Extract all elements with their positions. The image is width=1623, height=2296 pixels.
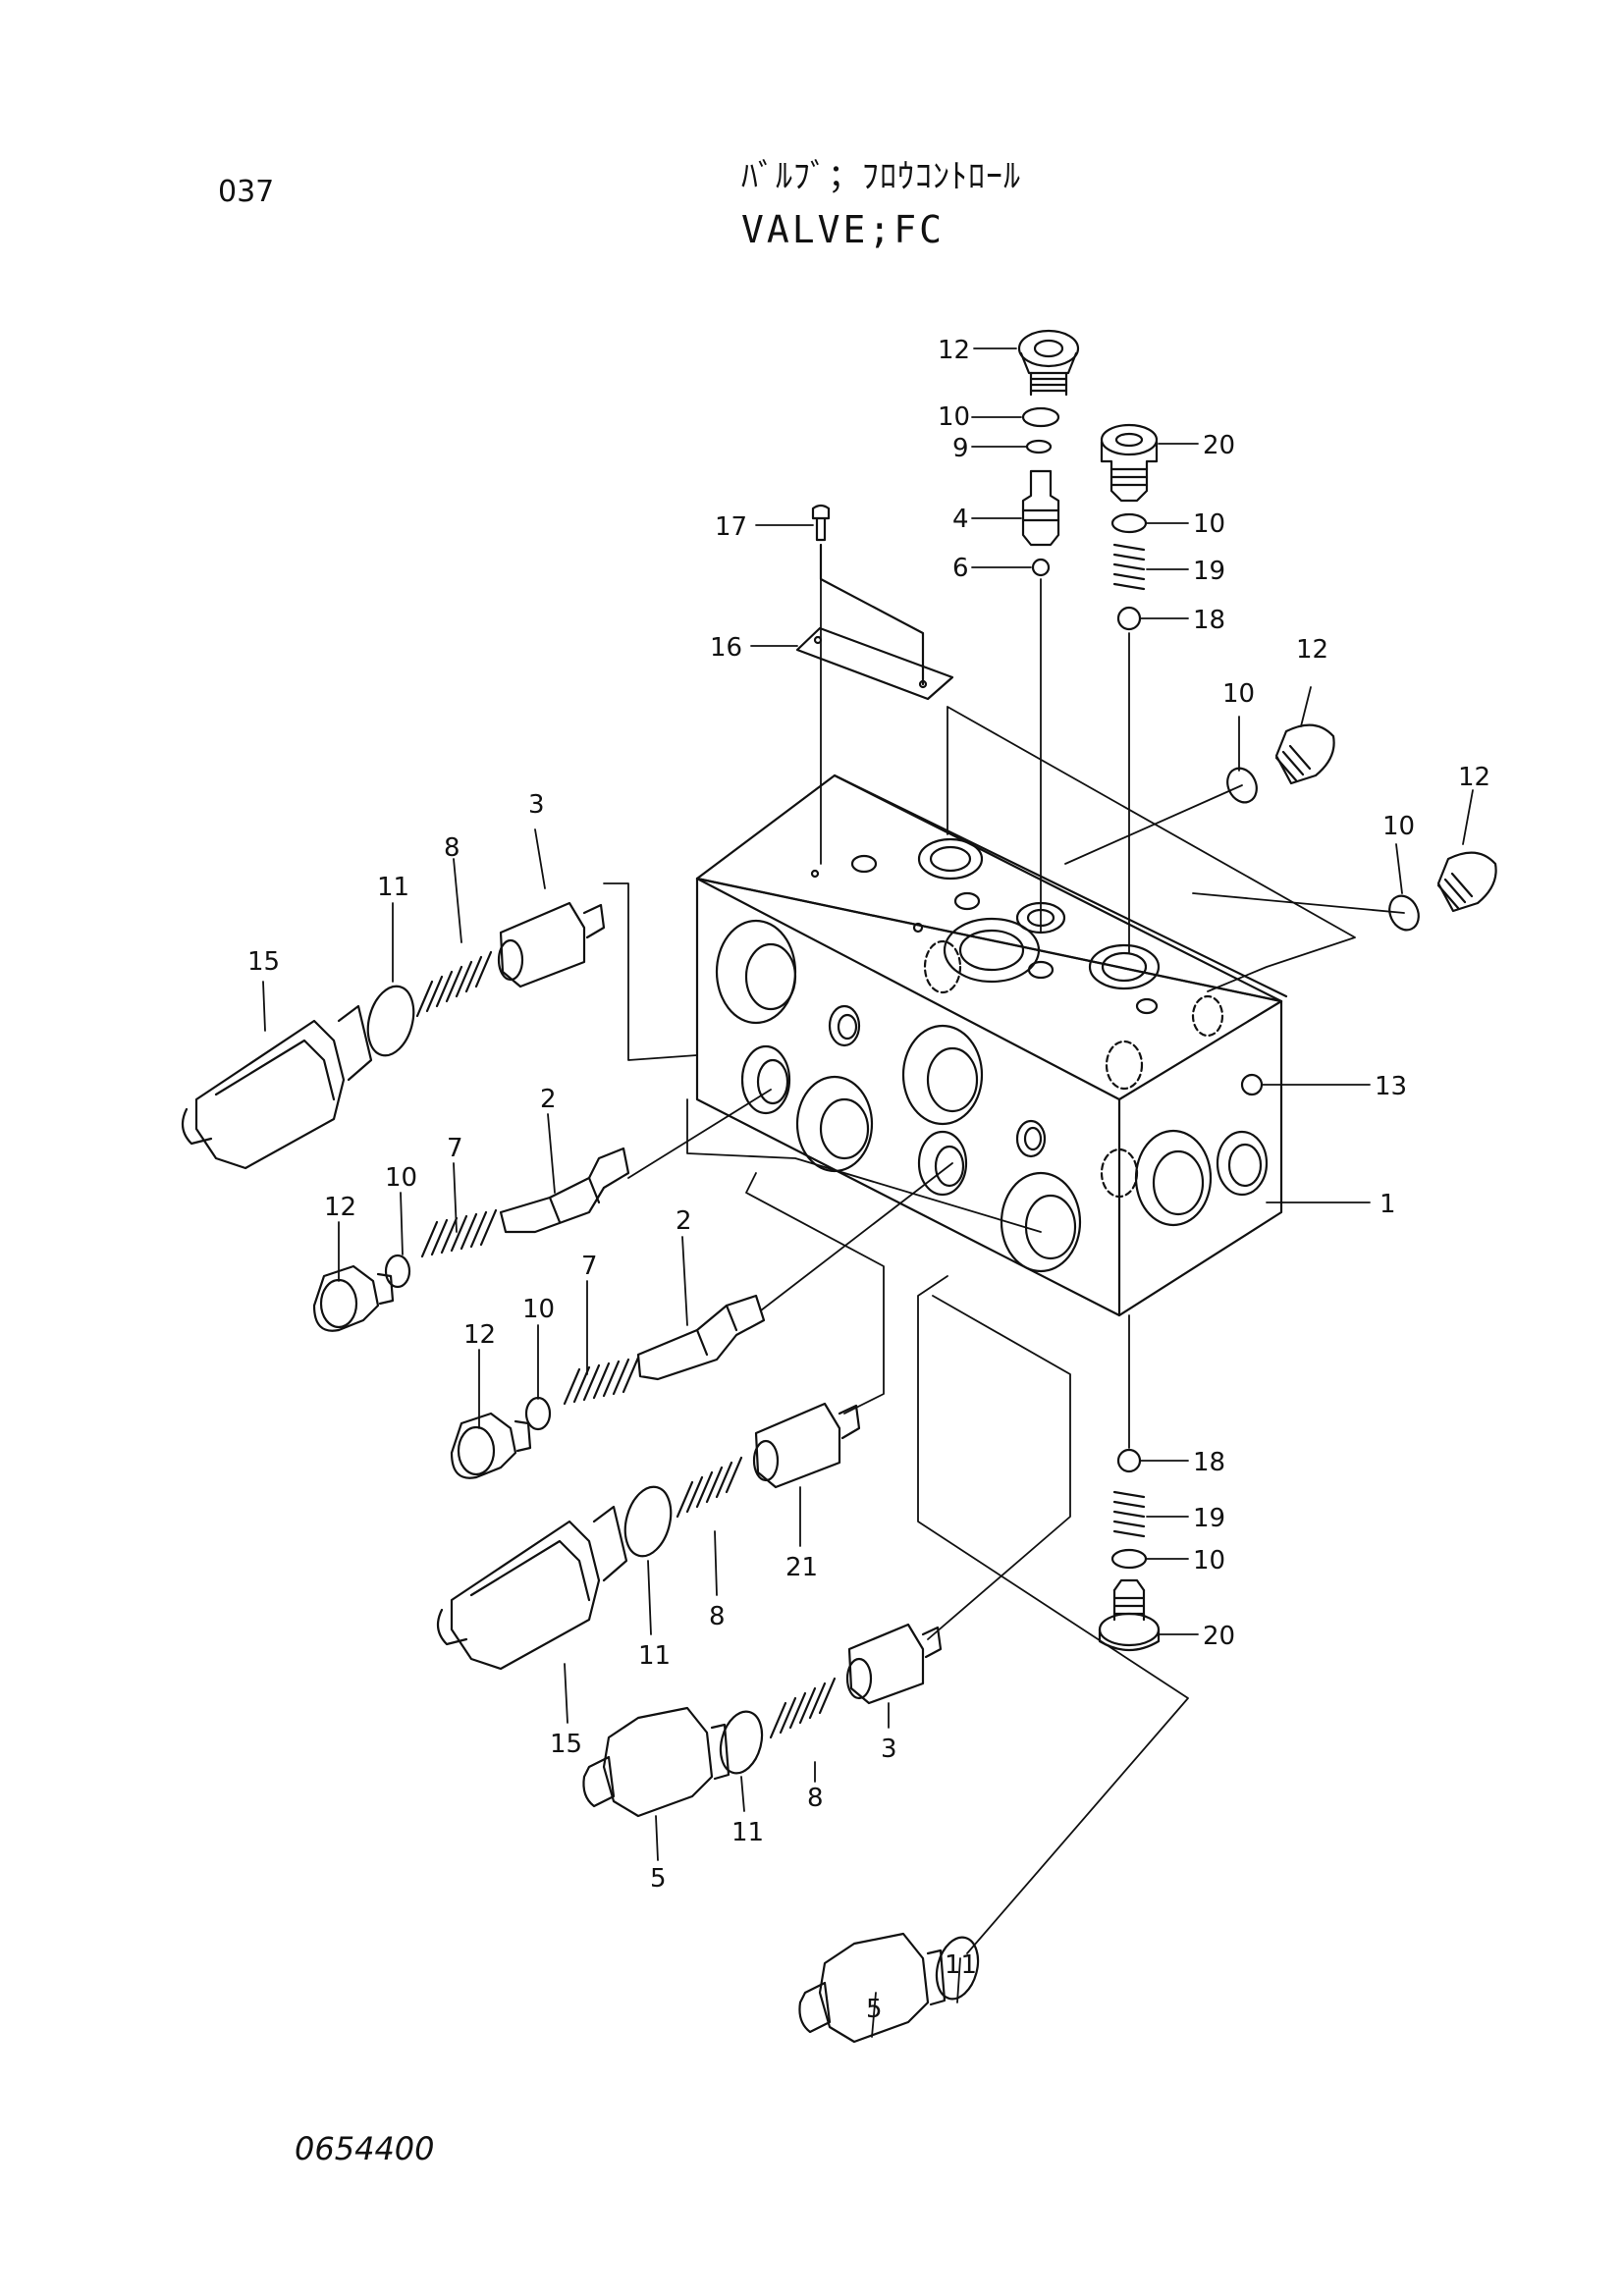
callout-18: 18 (1193, 606, 1225, 635)
callout-5: 5 (866, 1995, 883, 2024)
callout-12: 12 (938, 336, 970, 365)
callout-7: 7 (447, 1134, 463, 1163)
title-english: VALVE;FC (741, 208, 946, 251)
valve-body (695, 774, 1288, 1317)
callout-20: 20 (1203, 431, 1235, 460)
document-code: 0654400 (295, 2130, 435, 2167)
callout-7: 7 (581, 1252, 598, 1281)
callout-16: 16 (710, 633, 742, 663)
callout-10: 10 (1193, 509, 1225, 539)
callout-12: 12 (1458, 763, 1490, 792)
lower-check-assembly (582, 1623, 980, 2044)
callout-1: 1 (1380, 1190, 1396, 1219)
callout-17: 17 (715, 512, 747, 542)
callout-19: 19 (1193, 557, 1225, 586)
callout-10: 10 (1382, 812, 1415, 841)
callout-12: 12 (463, 1320, 496, 1350)
callout-20: 20 (1203, 1622, 1235, 1651)
left-upper-relief-assembly (181, 901, 606, 1170)
callout-12: 12 (324, 1193, 356, 1222)
callout-19: 19 (1193, 1504, 1225, 1533)
callout-10: 10 (1222, 679, 1255, 709)
left-lower-relief-assembly (436, 1402, 861, 1671)
page-number: 037 (218, 175, 275, 209)
callout-labels: 12 10 9 4 6 20 10 19 18 17 16 12 10 12 1… (247, 336, 1490, 2024)
callout-15: 15 (247, 947, 280, 977)
callout-21: 21 (785, 1553, 818, 1582)
callout-3: 3 (528, 790, 545, 820)
callout-12: 12 (1296, 635, 1328, 665)
callout-6: 6 (952, 554, 969, 583)
callout-9: 9 (952, 434, 969, 463)
callout-15: 15 (550, 1730, 582, 1759)
callout-11: 11 (731, 1818, 764, 1847)
callout-8: 8 (709, 1602, 726, 1631)
callout-10: 10 (938, 402, 970, 432)
callout-8: 8 (444, 833, 460, 863)
callout-2: 2 (540, 1085, 557, 1114)
callout-2: 2 (676, 1206, 692, 1236)
top-right-plug-assembly (1100, 423, 1159, 631)
title-japanese: ﾊﾞﾙﾌﾞ；ﾌﾛｳｺﾝﾄﾛｰﾙ (741, 157, 1021, 196)
spool-assembly-upper (312, 1147, 630, 1332)
centerlines (603, 544, 1405, 1954)
top-plug-assembly (1017, 329, 1080, 577)
callout-5: 5 (650, 1864, 667, 1894)
callout-10: 10 (522, 1295, 555, 1324)
callout-10: 10 (385, 1163, 417, 1193)
callout-13: 13 (1375, 1072, 1407, 1101)
callout-3: 3 (881, 1735, 897, 1764)
right-plugs (1226, 723, 1497, 932)
callout-4: 4 (952, 505, 969, 534)
callout-11: 11 (377, 873, 409, 902)
callout-8: 8 (807, 1784, 824, 1813)
bottom-right-plug-assembly (1098, 1448, 1161, 1651)
callout-11: 11 (638, 1641, 671, 1671)
callout-18: 18 (1193, 1448, 1225, 1477)
callout-11: 11 (945, 1950, 977, 1980)
callout-leaders (262, 347, 1474, 2038)
spool-assembly-lower (450, 1294, 766, 1479)
callout-10: 10 (1193, 1546, 1225, 1575)
